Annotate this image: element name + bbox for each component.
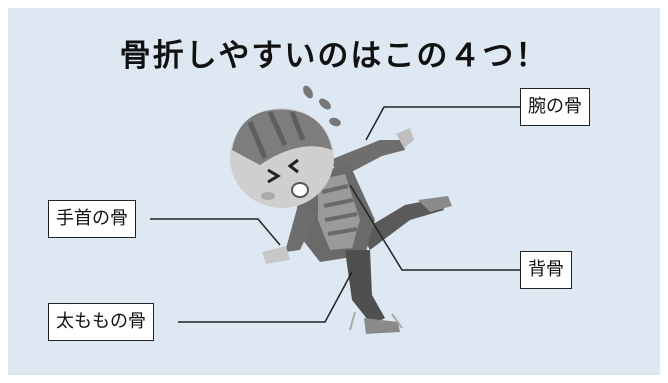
page-title: 骨折しやすいのはこの４つ！ <box>119 38 549 74</box>
label-arm-bone: 腕の骨 <box>520 88 590 126</box>
lower-arm <box>262 205 318 264</box>
leader-line-back <box>349 184 520 271</box>
sweat-drops-icon <box>303 85 341 127</box>
label-spine: 背骨 <box>520 251 572 289</box>
label-thigh-bone: 太ももの骨 <box>48 303 154 341</box>
leader-line-wrist <box>150 218 281 246</box>
head <box>230 108 334 208</box>
label-wrist-bone: 手首の骨 <box>48 200 136 238</box>
leader-line-arm <box>365 106 520 141</box>
front-leg <box>345 250 403 334</box>
leader-line-thigh <box>178 271 353 323</box>
leader-lines <box>150 106 520 323</box>
